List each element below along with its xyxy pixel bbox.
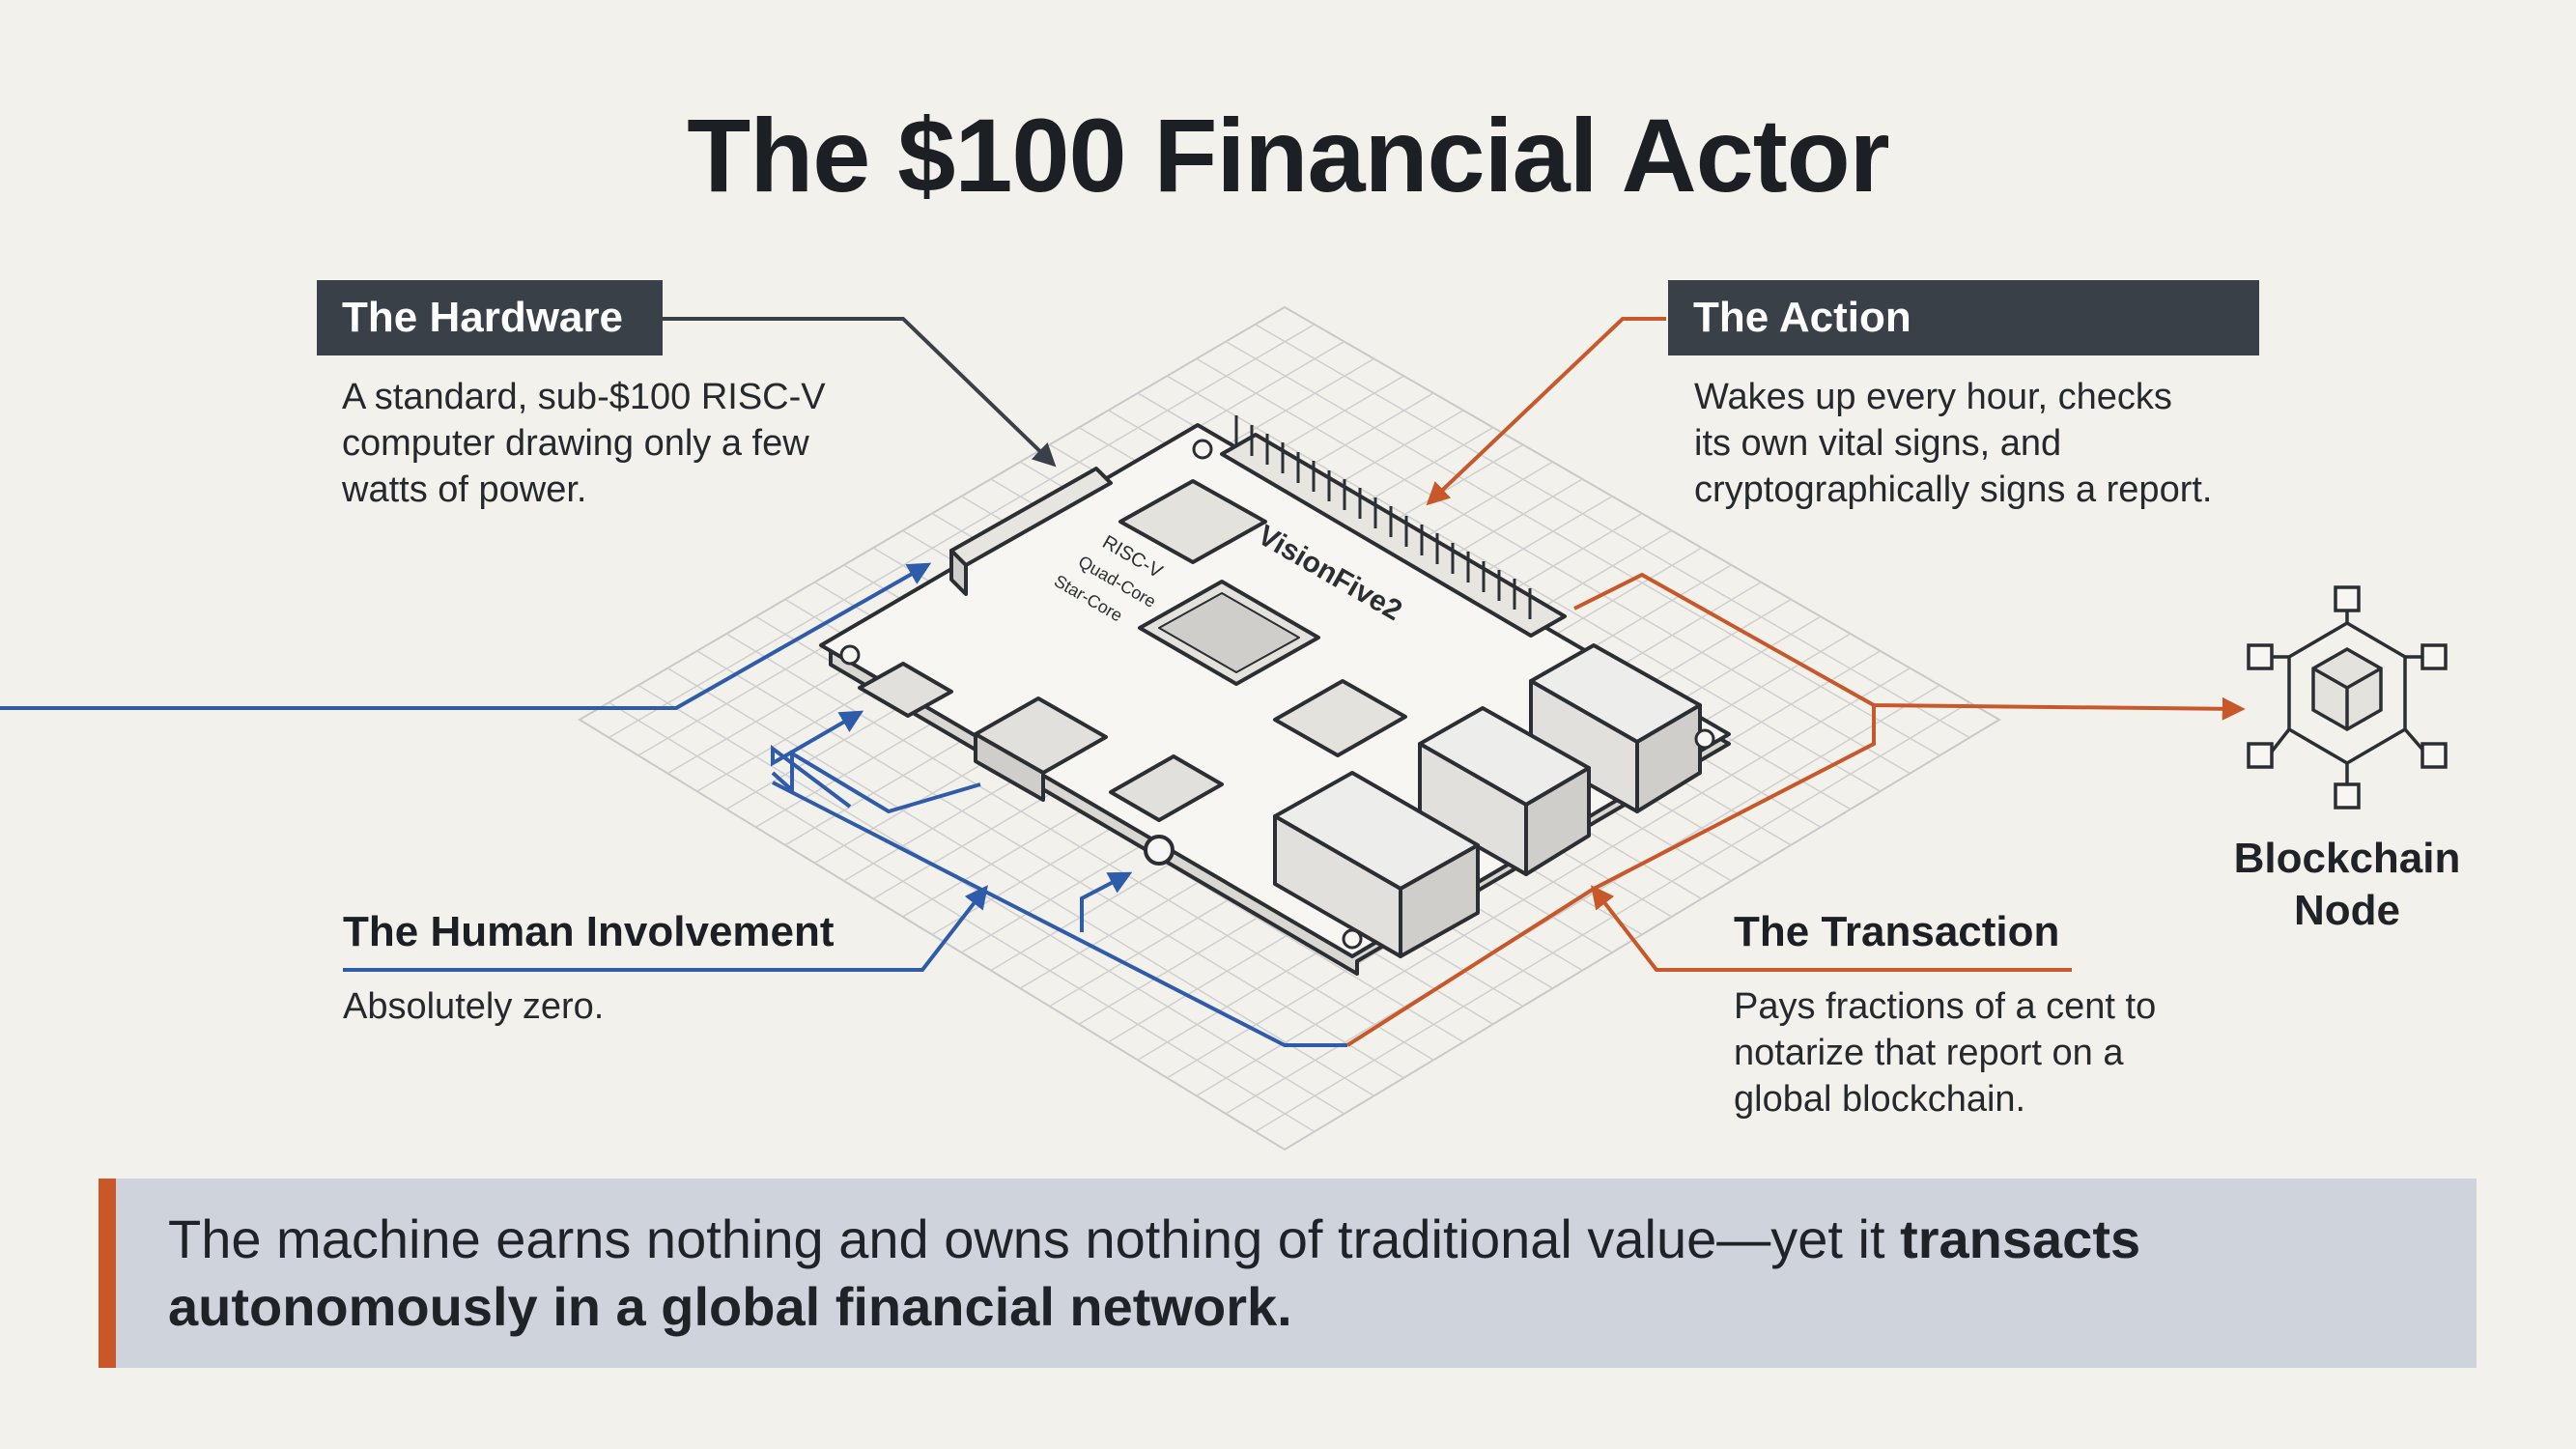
transaction-heading: The Transaction (1734, 908, 2060, 955)
grid-line (666, 667, 1374, 1097)
grid-line (1225, 684, 1940, 1115)
hardware-heading: The Hardware (317, 280, 663, 355)
summary-banner: The machine earns nothing and owns nothi… (99, 1179, 2477, 1368)
action-line-3: cryptographically signs a report. (1694, 469, 2213, 510)
action-description: Wakes up every hour, checks its own vita… (1694, 374, 2212, 513)
grid-line (696, 650, 1404, 1079)
banner-bold-text-1: transacts (1900, 1208, 2141, 1269)
human-heading: The Human Involvement (343, 908, 835, 955)
hardware-description: A standard, sub-$100 RISC-V computer dra… (342, 374, 826, 513)
grid-line (637, 684, 1345, 1115)
node-label-line-1: Blockchain (2233, 835, 2461, 882)
action-heading: The Action (1668, 280, 2259, 355)
page-title: The $100 Financial Actor (687, 97, 1889, 213)
action-line-2: its own vital signs, and (1694, 423, 2062, 464)
hardware-connector-line (662, 317, 1057, 468)
human-description: Absolutely zero. (343, 986, 605, 1027)
human-connector-lines (0, 562, 1347, 1047)
banner-plain-text: The machine earns nothing and owns nothi… (168, 1208, 1901, 1269)
blockchain-node-icon (2247, 585, 2448, 810)
blockchain-node-label: Blockchain Node (2202, 833, 2492, 937)
board-illustration (819, 415, 1731, 976)
transaction-line-1: Pays fractions of a cent to (1734, 986, 2157, 1027)
banner-bold-text-2: autonomously in a global financial netwo… (168, 1276, 1292, 1337)
hardware-line-2: computer drawing only a few (342, 423, 809, 464)
transaction-description: Pays fractions of a cent to notarize tha… (1734, 983, 2156, 1122)
transaction-line-3: global blockchain. (1734, 1079, 2026, 1120)
grid-line (1255, 701, 1970, 1133)
grid-line (1196, 667, 1911, 1097)
transaction-line-2: notarize that report on a (1734, 1033, 2124, 1073)
node-label-line-2: Node (2294, 887, 2400, 934)
action-line-1: Wakes up every hour, checks (1694, 377, 2172, 417)
hardware-line-1: A standard, sub-$100 RISC-V (342, 377, 826, 417)
hardware-line-3: watts of power. (342, 469, 587, 510)
